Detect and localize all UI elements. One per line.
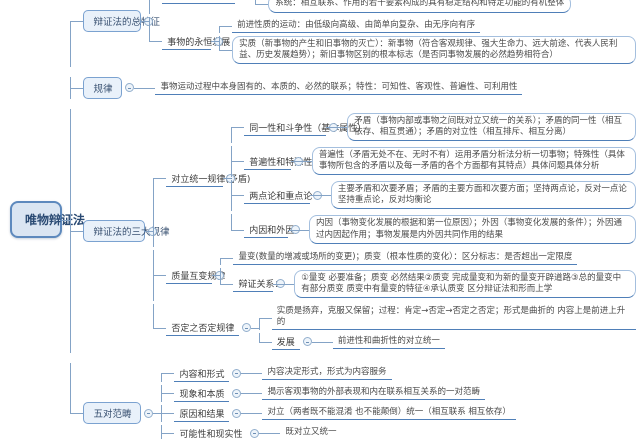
children-group: 普遍性（矛盾无处不在、无时不有）运用矛盾分析法分析一切事物；特殊性（具体事物所包…	[290, 146, 636, 177]
children-group: 同一性和斗争性（基本属性）矛盾（事物内部或事物之间既对立又统一的关系）；矛盾的同…	[223, 110, 636, 246]
tree-child: 发展 前进性和曲折性的对立统一	[258, 333, 636, 351]
topic-node[interactable]: 内容和形式	[174, 365, 230, 382]
tree-child: 主要矛盾和次要矛盾；矛盾的主要方面和次要方面；坚持两点论，反对一点论 坚持重点论…	[317, 181, 636, 210]
topic-node[interactable]: 事物的普遍联系	[162, 0, 236, 4]
tree-child: 质量互变规律量变(数量的增减或场所的变更)；质变（根本性质的变化）：区分标志：是…	[153, 249, 636, 301]
tree-child: 实质（新事物的产生和旧事物的灭亡）：新事物（符合客观规律、强大生命力、远大前途、…	[219, 35, 636, 64]
topic-node[interactable]: 内因和外因	[244, 221, 294, 238]
branch-node[interactable]: 规律	[83, 76, 123, 99]
tree-child: 前进性质的运动：由低级向高级、由简单向复杂、由无序向有序	[219, 19, 636, 33]
tree-child: 前进性和曲折性的对立统一	[319, 335, 445, 349]
leaf-node[interactable]: 主要矛盾和次要矛盾；矛盾的主要方面和次要方面；坚持两点论，反对一点论 坚持重点论…	[330, 181, 636, 210]
tree-child: 普遍性和特殊性普遍性（矛盾无处不在、无时不有）运用矛盾分析法分析一切事物；特殊性…	[231, 145, 636, 177]
topic-node[interactable]: 事物的永恒发展	[162, 33, 230, 50]
children-group: 实质是扬弃，克服又保留；过程：肯定→否定→否定之否定；形式是曲折的 内容上是前进…	[250, 304, 636, 352]
children-group: 内容和形式 内容决定形式，形式为内容服务现象和本质 揭示客观事物的外部表现和内在联系…	[153, 363, 516, 439]
topic-node[interactable]: 发展	[271, 333, 300, 351]
leaf-node[interactable]: 矛盾（事物内部或事物之间既对立又统一的关系）；矛盾的同一性（相互依存、相互贯通）…	[347, 113, 636, 142]
children-group: 揭示客观事物的外部表现和内在联系相互关系的一对范畴	[241, 385, 485, 402]
tree-child: 原因和结果 对立（两者既不能混淆 也不能颠倒）统一（相互联系 相互依存）	[161, 404, 516, 423]
children-group: ①量变 必要准备；质变 必然结果②质变 完成量变和为新的量变开辟道路③总的量变中…	[273, 268, 636, 299]
leaf-node[interactable]: 前进性质的运动：由低级向高级、由简单向复杂、由无序向有序	[232, 19, 481, 33]
collapse-minus-icon[interactable]	[232, 368, 242, 378]
branch-node[interactable]: 五对范畴	[83, 402, 142, 425]
children-group: 内容决定形式，形式为内容服务	[241, 365, 392, 382]
topic-node[interactable]: 普遍性和特殊性	[244, 153, 312, 170]
collapse-minus-icon[interactable]	[232, 408, 242, 418]
leaf-node[interactable]: 系统：相互联系、作用的若干要素构成的具有稳定结构和特定功能的有机整体	[268, 0, 572, 13]
tree-child: 内容决定形式，形式为内容服务	[249, 366, 392, 381]
children-group: 量变(数量的增减或场所的变更)；质变（根本性质的变化）：区分标志：是否超出一定限…	[212, 250, 636, 301]
leaf-node[interactable]: 对立（两者既不能混淆 也不能颠倒）统一（相互联系 相互依存）	[262, 406, 516, 421]
tree-child: 五对范畴 内容和形式 内容决定形式，形式为内容服务现象和本质 揭示客观事物的外部表现和…	[70, 363, 636, 439]
children-group: 前进性质的运动：由低级向高级、由简单向复杂、由无序向有序实质（新事物的产生和旧事…	[211, 17, 636, 65]
children-group: 对立（两者既不能混淆 也不能颠倒）统一（相互联系 相互依存）	[241, 405, 516, 422]
tree-child: 辩证法的三大规律 对立统一规律(矛盾) 同一性和斗争性（基本属性）矛盾（事物内部或事…	[70, 108, 636, 354]
tree-child: 内容和形式 内容决定形式，形式为内容服务	[161, 365, 515, 382]
topic-node[interactable]: 可能性和现实性	[174, 425, 247, 439]
leaf-node[interactable]: 既对立又统一	[280, 426, 341, 439]
collapse-minus-icon[interactable]	[242, 323, 252, 333]
children-group: 矛盾（事物内部或事物之间既对立又统一的关系）；矛盾的同一性（相互依存、相互贯通）…	[326, 112, 636, 143]
tree-child: 同一性和斗争性（基本属性）矛盾（事物内部或事物之间既对立又统一的关系）；矛盾的同…	[231, 112, 636, 143]
tree-child: 揭示客观事物的外部表现和内在联系相互关系的一对范畴	[249, 386, 485, 401]
topic-node[interactable]: 现象和本质	[174, 385, 230, 402]
tree-child: 既对立又统一	[267, 426, 341, 439]
children-group: 主要矛盾和次要矛盾；矛盾的主要方面和次要方面；坚持两点论，反对一点论 坚持重点论…	[309, 180, 636, 211]
leaf-node[interactable]: 揭示客观事物的外部表现和内在联系相互关系的一对范畴	[262, 386, 485, 401]
topic-node[interactable]: 对立统一规律(矛盾)	[166, 170, 250, 187]
tree-child: 矛盾（事物内部或事物之间既对立又统一的关系）；矛盾的同一性（相互依存、相互贯通）…	[334, 113, 636, 142]
leaf-node[interactable]: 前进性和曲折性的对立统一	[332, 335, 445, 349]
children-group: 既对立又统一	[259, 425, 341, 439]
children-group: 联系：事物内部诸要素之间以及事物之间的相互影响、作用、制约系统：相互联系、作用的…	[255, 0, 572, 14]
collapse-minus-icon[interactable]	[302, 337, 312, 347]
leaf-node[interactable]: ①量变 必要准备；质变 必然结果②质变 完成量变和为新的量变开辟道路③总的量变中…	[294, 269, 636, 298]
leaf-node[interactable]: 内因（事物变化发展的根据和第一位原因）；外因（事物变化发展的条件）；外因通过内因…	[309, 215, 636, 244]
topic-node[interactable]: 质量互变规律	[166, 267, 225, 284]
tree-child: 内因和外因内因（事物变化发展的根据和第一位原因）；外因（事物变化发展的条件）；外…	[231, 213, 636, 245]
collapse-minus-icon[interactable]	[125, 83, 135, 93]
leaf-node[interactable]: 实质（新事物的产生和旧事物的灭亡）：新事物（符合客观规律、强大生命力、远大前途、…	[232, 35, 636, 64]
children-group: 前进性和曲折性的对立统一	[311, 333, 445, 350]
collapse-minus-icon[interactable]	[232, 388, 242, 398]
children-group: 事物的普遍联系 联系：事物内部诸要素之间以及事物之间的相互影响、作用、制约系统：相…	[141, 0, 636, 67]
tree-child: 事物的永恒发展前进性质的运动：由低级向高级、由简单向复杂、由无序向有序实质（新事…	[149, 17, 636, 65]
tree-child: 否定之否定规律 实质是扬弃，克服又保留；过程：肯定→否定→否定之否定；形式是曲折的…	[153, 303, 636, 352]
collapse-minus-icon[interactable]	[250, 428, 260, 438]
tree-child: ①量变 必要准备；质变 必然结果②质变 完成量变和为新的量变开辟道路③总的量变中…	[281, 269, 636, 298]
tree-child: 内因（事物变化发展的根据和第一位原因）；外因（事物变化发展的条件）；外因通过内因…	[296, 215, 636, 244]
tree-child: 规律 事物运动过程中本身固有的、本质的、必然的联系；特性：可知性、客观性、普遍性、…	[70, 76, 636, 99]
branch-node[interactable]: 辩证法的三大规律	[83, 220, 169, 242]
topic-node[interactable]: 两点论和重点论	[244, 187, 312, 204]
leaf-node[interactable]: 普遍性（矛盾无处不在、无时不有）运用矛盾分析法分析一切事物；特殊性（具体事物所包…	[311, 147, 636, 176]
root-node[interactable]: 唯物辩证法	[10, 201, 85, 238]
tree-child: 辩证关系： ①量变 必要准备；质变 必然结果②质变 完成量变和为新的量变开辟道路③…	[220, 268, 636, 299]
leaf-node[interactable]: 量变(数量的增减或场所的变更)；质变（根本性质的变化）：区分标志：是否超出一定限…	[233, 251, 578, 266]
tree-child: 普遍性（矛盾无处不在、无时不有）运用矛盾分析法分析一切事物；特殊性（具体事物所包…	[298, 147, 636, 176]
tree-child: 对立统一规律(矛盾) 同一性和斗争性（基本属性）矛盾（事物内部或事物之间既对立又统…	[153, 110, 636, 247]
leaf-node[interactable]: 事物运动过程中本身固有的、本质的、必然的联系；特性：可知性、客观性、普遍性、可利…	[155, 81, 523, 95]
tree-child: 实质是扬弃，克服又保留；过程：肯定→否定→否定之否定；形式是曲折的 内容上是前进…	[258, 305, 636, 331]
tree-child: 对立（两者既不能混淆 也不能颠倒）统一（相互联系 相互依存）	[249, 406, 516, 421]
tree-child: 系统：相互联系、作用的若干要素构成的具有稳定结构和特定功能的有机整体	[255, 0, 572, 13]
children-group: 对立统一规律(矛盾) 同一性和斗争性（基本属性）矛盾（事物内部或事物之间既对立又统…	[145, 109, 636, 354]
tree-child: 事物运动过程中本身固有的、本质的、必然的联系；特性：可知性、客观性、普遍性、可利…	[142, 81, 523, 95]
children-group: 事物运动过程中本身固有的、本质的、必然的联系；特性：可知性、客观性、普遍性、可利…	[134, 79, 523, 96]
tree-child: 量变(数量的增减或场所的变更)；质变（根本性质的变化）：区分标志：是否超出一定限…	[220, 251, 636, 266]
children-group: 内因（事物变化发展的根据和第一位原因）；外因（事物变化发展的条件）；外因通过内因…	[288, 214, 636, 245]
topic-node[interactable]: 否定之否定规律	[166, 319, 240, 337]
topic-node[interactable]: 辩证关系：	[233, 275, 283, 293]
branch-node[interactable]: 辩证法的总特征	[83, 10, 160, 33]
children-group: 辩证法的总特征 事物的普遍联系 联系：事物内部诸要素之间以及事物之间的相互影响、作用…	[62, 0, 636, 439]
tree-child: 可能性和现实性 既对立又统一	[161, 424, 515, 439]
collapse-minus-icon[interactable]	[144, 408, 154, 418]
tree-child: 现象和本质 揭示客观事物的外部表现和内在联系相互关系的一对范畴	[161, 384, 515, 402]
topic-node[interactable]: 同一性和斗争性（基本属性）	[244, 119, 366, 136]
leaf-node[interactable]: 实质是扬弃，克服又保留；过程：肯定→否定→否定之否定；形式是曲折的 内容上是前进…	[271, 305, 636, 331]
topic-node[interactable]: 原因和结果	[174, 405, 230, 422]
leaf-node[interactable]: 内容决定形式，形式为内容服务	[262, 366, 392, 381]
tree-child: 事物的普遍联系 联系：事物内部诸要素之间以及事物之间的相互影响、作用、制约系统：相…	[149, 0, 636, 15]
tree-child: 辩证法的总特征 事物的普遍联系 联系：事物内部诸要素之间以及事物之间的相互影响、作用…	[70, 0, 636, 67]
tree-child: 两点论和重点论 主要矛盾和次要矛盾；矛盾的主要方面和次要方面；坚持两点论，反对一点…	[231, 179, 636, 212]
